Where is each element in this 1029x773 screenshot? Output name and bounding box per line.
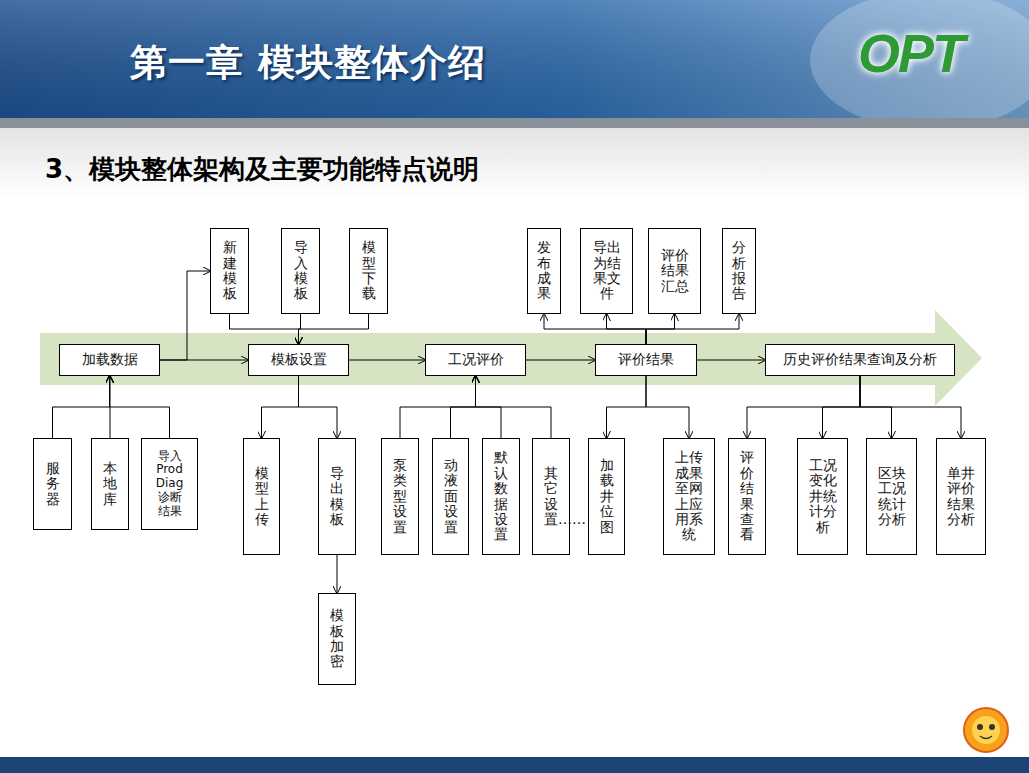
box-label: 模型上传 — [255, 466, 269, 528]
flow-connector — [451, 376, 476, 438]
process-box: 模板设置 — [248, 344, 349, 376]
box-label: 历史评价结果查询及分析 — [783, 351, 937, 369]
flow-connector — [160, 271, 210, 360]
box-label: 服务器 — [46, 461, 60, 507]
setting-box: 动液面设置 — [432, 438, 469, 555]
box-label: 动液面设置 — [444, 458, 458, 535]
flow-connector — [607, 376, 647, 438]
subtitle-band — [0, 128, 1029, 198]
box-label: 导入 Prod Diag 诊断结果 — [153, 450, 187, 519]
flow-connector — [646, 376, 689, 438]
flow-connector — [53, 376, 110, 438]
process-box: 工况评价 — [425, 344, 526, 376]
box-label: 模型下载 — [362, 240, 376, 302]
flow-arrow-band — [40, 310, 982, 406]
setting-box: 默认数据设置 — [482, 438, 520, 555]
source-box: 导入 Prod Diag 诊断结果 — [141, 438, 198, 530]
setting-box: 泵类型设置 — [381, 438, 419, 555]
section-heading: 3、模块整体架构及主要功能特点说明 — [45, 152, 479, 187]
flow-connector — [299, 314, 369, 344]
analysis-box: 工况变化井统计分析 — [797, 438, 848, 555]
flow-connector — [230, 314, 299, 344]
box-label: 模板设置 — [271, 351, 327, 369]
box-label: 单井评价结果分析 — [947, 466, 975, 528]
flow-connector — [400, 376, 476, 438]
process-box: 评价结果 — [595, 344, 697, 376]
company-logo: OPT — [858, 22, 963, 84]
box-label: 本地库 — [103, 461, 117, 507]
box-label: 模板加密 — [330, 608, 344, 670]
box-label: 工况变化井统计分析 — [809, 458, 837, 535]
function-box: 模板加密 — [318, 593, 356, 685]
flow-connector — [337, 555, 338, 593]
flow-connector — [697, 360, 765, 361]
flow-connector — [544, 314, 646, 344]
flow-connector — [747, 376, 860, 438]
analysis-box: 区块工况统计分析 — [866, 438, 917, 555]
box-label: 工况评价 — [448, 351, 504, 369]
box-label: 导入模板 — [294, 240, 308, 302]
box-label: 其它设置…… — [544, 466, 558, 528]
function-box: 模型上传 — [243, 438, 280, 555]
flow-connector — [526, 360, 595, 361]
box-label: 区块工况统计分析 — [878, 466, 906, 528]
flow-connector — [646, 314, 739, 344]
flow-connector — [160, 360, 248, 361]
process-box: 加载数据 — [59, 344, 160, 376]
analysis-box: 单井评价结果分析 — [936, 438, 986, 555]
flow-connector — [110, 376, 170, 438]
header-glow — [810, 0, 1029, 130]
flow-connector — [299, 376, 338, 438]
source-box: 本地库 — [91, 438, 129, 530]
box-label: 分析报告 — [732, 240, 746, 302]
sun-mascot — [964, 708, 1008, 752]
function-box: 上传成果至网上应用系统 — [663, 438, 715, 555]
output-box: 导出为结果文件 — [580, 228, 633, 314]
template-box: 导入模板 — [281, 228, 320, 314]
box-label: 评价结果查看 — [740, 450, 754, 542]
flow-connector — [476, 376, 552, 438]
flow-connector — [607, 314, 647, 344]
box-label: 新建模板 — [223, 240, 237, 302]
output-box: 分析报告 — [722, 228, 756, 314]
slide-title: 第一章 模块整体介绍 — [130, 38, 486, 88]
output-box: 发布成果 — [527, 228, 561, 314]
function-box: 加载井位图 — [588, 438, 625, 555]
process-box: 历史评价结果查询及分析 — [765, 344, 955, 376]
box-label: 泵类型设置 — [393, 458, 407, 535]
box-label: 评价结果汇总 — [661, 248, 689, 294]
output-box: 评价结果汇总 — [648, 228, 701, 314]
box-label: 默认数据设置 — [494, 450, 508, 542]
template-box: 模型下载 — [349, 228, 388, 314]
template-box: 新建模板 — [210, 228, 249, 314]
setting-box: 其它设置…… — [532, 438, 570, 555]
box-label: 导出模板 — [330, 466, 344, 528]
function-box: 导出模板 — [318, 438, 356, 555]
box-label: 导出为结果文件 — [593, 240, 621, 302]
flow-connector — [823, 376, 861, 438]
flow-connector — [860, 376, 961, 438]
box-label: 发布成果 — [537, 240, 551, 302]
analysis-box: 评价结果查看 — [728, 438, 766, 555]
flow-connector — [349, 360, 425, 361]
box-label: 加载数据 — [82, 351, 138, 369]
flow-connector — [262, 376, 299, 438]
header-rule — [0, 118, 1029, 128]
footer-bar — [0, 757, 1029, 773]
source-box: 服务器 — [33, 438, 72, 530]
box-label: 上传成果至网上应用系统 — [675, 450, 703, 542]
box-label: 加载井位图 — [600, 458, 614, 535]
box-label: 评价结果 — [618, 351, 674, 369]
